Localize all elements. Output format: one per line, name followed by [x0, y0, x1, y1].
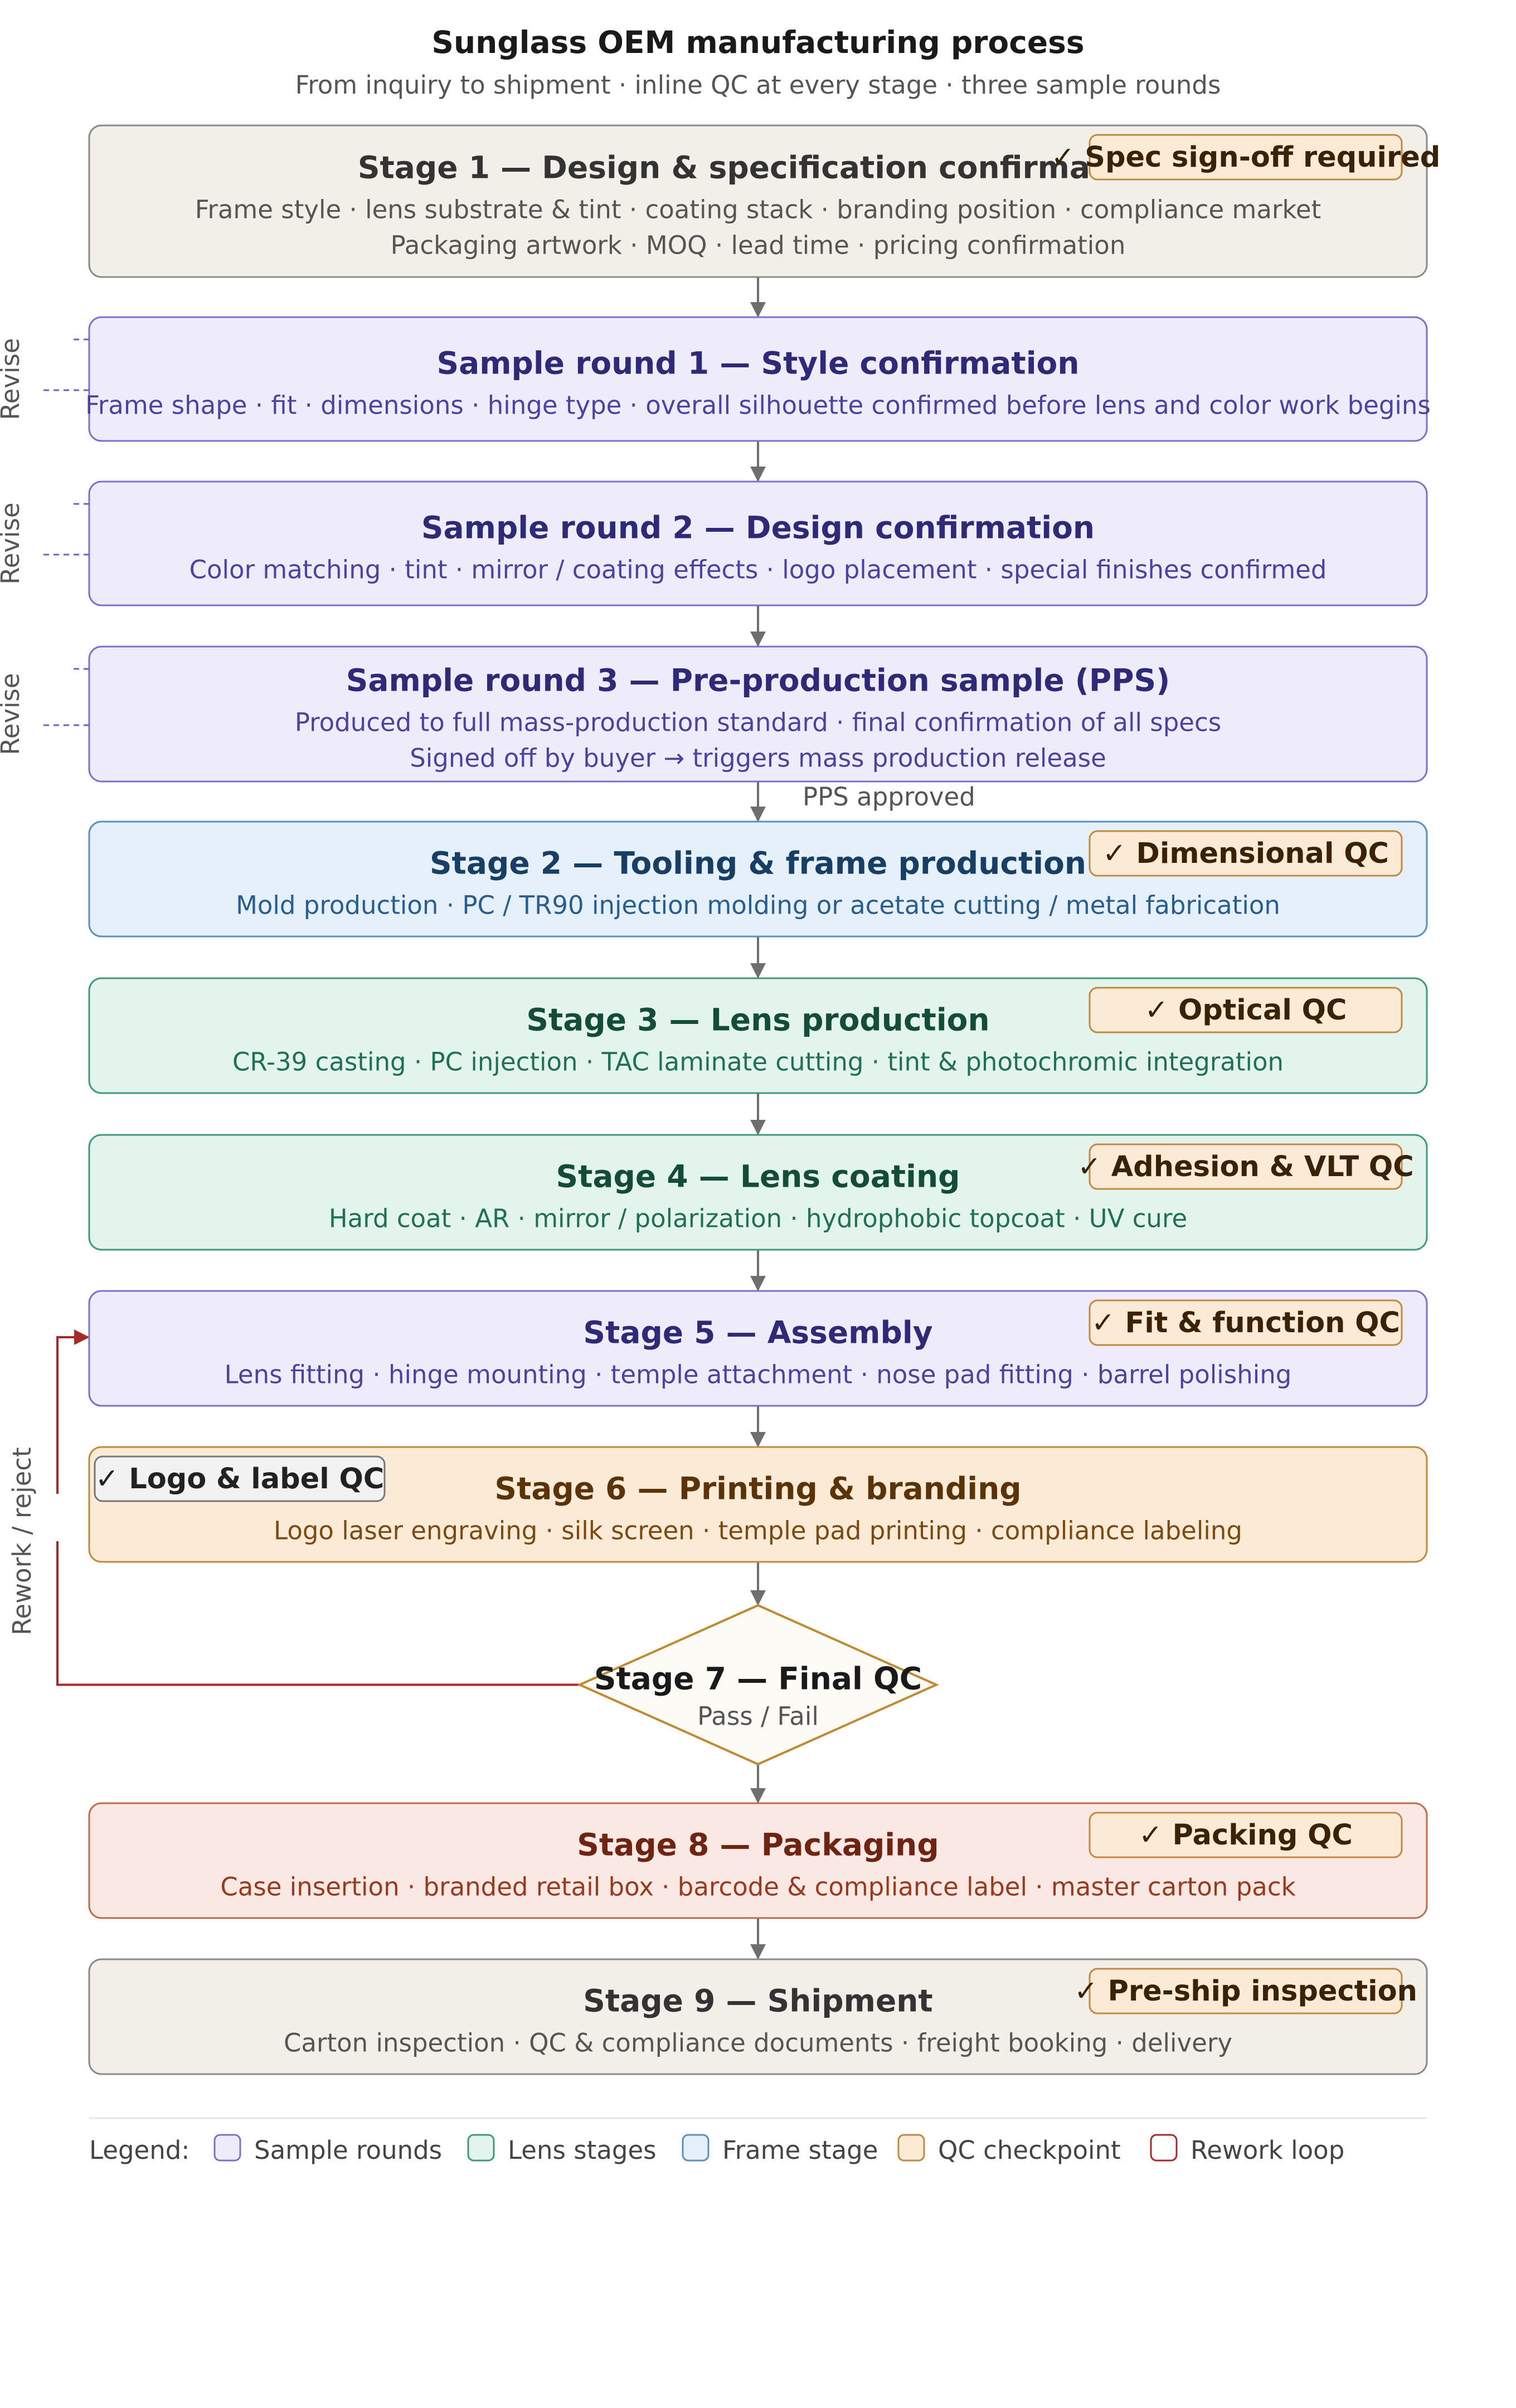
qc-badge-bg [1089, 134, 1403, 181]
qc-badge-bg [1089, 830, 1403, 877]
decision-diamond [577, 1604, 939, 1766]
revise-loop: Revise [0, 338, 89, 420]
stage-title: Stage 9 — Shipment [583, 1983, 932, 2019]
stage-description: Signed off by buyer → triggers mass prod… [410, 744, 1106, 773]
legend-swatch [897, 2134, 925, 2162]
stage-title: Sample round 3 — Pre-production sample (… [346, 663, 1170, 698]
stage-box-bg [88, 1446, 1428, 1563]
qc-badge-bg [1089, 1968, 1403, 2014]
legend: Legend: Sample rounds Lens stages Frame sta… [89, 2117, 1427, 2165]
legend-item: Frame stage [682, 2134, 878, 2165]
stage-title: Sample round 1 — Style confirmation [436, 346, 1079, 381]
qc-badge-label: ✓ Adhesion & VLT QC [1077, 1150, 1413, 1183]
stage-description: Hard coat · AR · mirror / polarization ·… [329, 1204, 1187, 1234]
legend-swatch [213, 2134, 241, 2162]
final-qc-decision: Stage 7 — Final QC Pass / Fail [577, 1604, 939, 1766]
qc-badge: ✓ Logo & label QC [94, 1455, 386, 1502]
qc-badge-bg [1089, 1143, 1403, 1190]
qc-badge: ✓ Adhesion & VLT QC [1077, 1143, 1414, 1190]
stage-description: Produced to full mass-production standar… [295, 708, 1221, 737]
stage-title: Sample round 2 — Design confirmation [421, 510, 1095, 546]
stage-description: Carton inspection · QC & compliance docu… [284, 2028, 1232, 2058]
stage-title: Stage 4 — Lens coating [556, 1159, 960, 1195]
stages: Stage 1 — Design & specification confirm… [0, 124, 1441, 2075]
stage-description: Logo laser engraving · silk screen · tem… [274, 1516, 1242, 1546]
diagram-title: Sunglass OEM manufacturing process [431, 25, 1084, 60]
stage-description: CR-39 casting · PC injection · TAC lamin… [232, 1047, 1284, 1077]
legend-item: QC checkpoint [897, 2134, 1121, 2165]
stage-box-bg [88, 480, 1428, 606]
stage-title: Stage 1 — Design & specification confirm… [358, 150, 1158, 186]
legend-swatch [467, 2134, 495, 2162]
stage-box-stage1: Stage 1 — Design & specification confirm… [88, 124, 1441, 278]
rework-arrow [56, 1329, 90, 1494]
revise-loop: Revise [0, 502, 89, 585]
qc-badge: ✓ Packing QC [1089, 1812, 1403, 1858]
legend-item-label: Rework loop [1191, 2135, 1344, 2165]
revise-label: Revise [0, 673, 25, 755]
stage-title: Stage 2 — Tooling & frame production [430, 846, 1086, 881]
legend-item-label: Lens stages [508, 2135, 657, 2165]
legend-item: Lens stages [467, 2134, 657, 2165]
pps-approved-label: PPS approved [803, 782, 975, 812]
qc-badge-bg [1089, 987, 1403, 1033]
qc-badge-label: ✓ Spec sign-off required [1051, 141, 1441, 174]
stage-description: Packaging artwork · MOQ · lead time · pr… [391, 231, 1126, 260]
decision-title: Stage 7 — Final QC [594, 1661, 922, 1697]
stage-box-bg [88, 316, 1428, 442]
qc-badge-label: ✓ Fit & function QC [1091, 1307, 1400, 1339]
stage-box-stage2: Stage 2 — Tooling & frame productionMold… [88, 821, 1428, 938]
stage-box-sample2: Sample round 2 — Design confirmationColo… [0, 480, 1428, 606]
stage-title: Stage 6 — Printing & branding [494, 1471, 1021, 1507]
qc-badge-label: ✓ Packing QC [1139, 1819, 1353, 1852]
revise-loop: Revise [0, 668, 89, 755]
stage-description: Lens fitting · hinge mounting · temple a… [225, 1360, 1292, 1390]
qc-badge-bg [94, 1455, 386, 1502]
stage-box-bg [88, 645, 1428, 783]
rework-line [56, 1541, 580, 1686]
qc-badge: ✓ Spec sign-off required [1051, 134, 1441, 181]
stage-description: Color matching · tint · mirror / coating… [190, 555, 1327, 585]
stage-box-sample3: Sample round 3 — Pre-production sample (… [0, 645, 1428, 783]
stage-description: Frame style · lens substrate & tint · co… [195, 195, 1321, 225]
stage-box-sample1: Sample round 1 — Style confirmationFrame… [0, 316, 1431, 442]
qc-badge-bg [1089, 1299, 1403, 1346]
decision-subtitle: Pass / Fail [697, 1702, 819, 1731]
legend-label: Legend: [89, 2135, 190, 2165]
qc-badge: ✓ Dimensional QC [1089, 830, 1403, 877]
qc-badge: ✓ Pre-ship inspection [1074, 1968, 1417, 2014]
legend-swatch [682, 2134, 710, 2162]
legend-swatch [1150, 2134, 1178, 2162]
qc-badge-label: ✓ Dimensional QC [1102, 837, 1389, 870]
stage-title: Stage 8 — Packaging [577, 1827, 939, 1863]
qc-badge-label: ✓ Pre-ship inspection [1074, 1975, 1417, 2008]
legend-item: Sample rounds [213, 2134, 442, 2165]
qc-badge-label: ✓ Optical QC [1145, 994, 1347, 1027]
legend-item-label: QC checkpoint [938, 2135, 1121, 2165]
stage-title: Stage 5 — Assembly [583, 1315, 932, 1351]
stage-description: Mold production · PC / TR90 injection mo… [236, 891, 1280, 920]
rework-label: Rework / reject [7, 1447, 37, 1635]
qc-badge: ✓ Optical QC [1089, 987, 1403, 1033]
qc-badge: ✓ Fit & function QC [1089, 1299, 1403, 1346]
qc-badge-bg [1089, 1812, 1403, 1858]
revise-label: Revise [0, 338, 25, 420]
qc-badge-label: ✓ Logo & label QC [95, 1463, 385, 1496]
diagram-subtitle: From inquiry to shipment · inline QC at … [295, 70, 1221, 100]
stage-description: Case insertion · branded retail box · ba… [220, 1872, 1295, 1902]
legend-item: Rework loop [1150, 2134, 1344, 2165]
stage-description: Frame shape · fit · dimensions · hinge t… [85, 391, 1431, 420]
legend-item-label: Sample rounds [254, 2135, 442, 2165]
revise-label: Revise [0, 502, 25, 584]
legend-item-label: Frame stage [722, 2135, 878, 2165]
stage-title: Stage 3 — Lens production [526, 1002, 989, 1038]
